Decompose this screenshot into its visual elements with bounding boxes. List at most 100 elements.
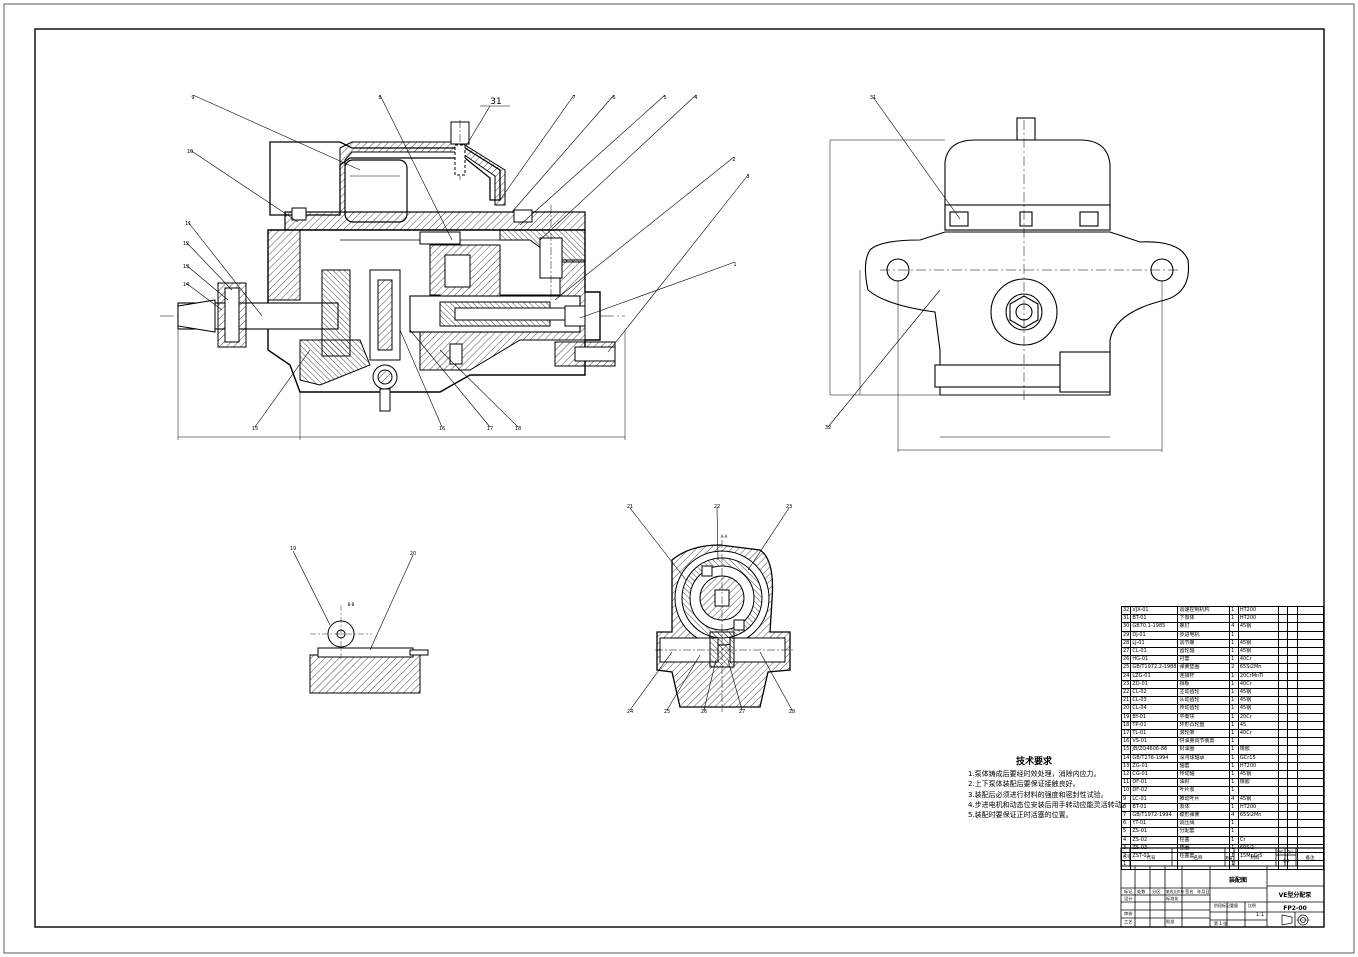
bom-cell: 1 bbox=[1229, 696, 1239, 706]
bom-cell: 45钢 bbox=[1237, 647, 1280, 657]
bom-cell: 1 bbox=[1229, 843, 1239, 854]
bom-cell bbox=[1286, 729, 1299, 739]
bom-cell: 13 bbox=[1120, 761, 1132, 772]
callout: 24 bbox=[627, 709, 633, 715]
bom-cell bbox=[1297, 835, 1324, 845]
callout: 26 bbox=[701, 709, 707, 715]
bom-cell: 5 bbox=[1120, 827, 1132, 837]
side-view bbox=[829, 117, 1190, 452]
bom-cell: 1 bbox=[1229, 737, 1239, 747]
bom-cell bbox=[1278, 712, 1288, 722]
bom-cell: 8 bbox=[1120, 802, 1132, 813]
bom-cell bbox=[1278, 720, 1288, 731]
bom-cell bbox=[1286, 688, 1299, 698]
bom-cell: 推动叶片 bbox=[1177, 794, 1231, 804]
bom-cell: 平衡块 bbox=[1177, 712, 1231, 722]
bom-cell: 封油圈 bbox=[1177, 745, 1231, 755]
bom-cell: 12 bbox=[1120, 770, 1132, 780]
bom-cell bbox=[1297, 614, 1324, 624]
bom-cell bbox=[1286, 860, 1299, 870]
tb-label: 阶段标记 bbox=[1214, 902, 1230, 908]
bom-cell: 1 bbox=[1229, 712, 1239, 722]
bom-cell: 油封 bbox=[1177, 778, 1231, 788]
bom-cell: 15MnCr5 bbox=[1237, 852, 1280, 862]
callout: 31 bbox=[870, 95, 876, 101]
bom-cell: HT200 bbox=[1237, 761, 1280, 772]
bom-cell bbox=[1286, 638, 1299, 649]
bom-cell bbox=[1278, 860, 1288, 870]
bom-cell: 1 bbox=[1229, 671, 1239, 681]
side-view-leaders bbox=[827, 96, 961, 428]
callout: 31 bbox=[490, 97, 501, 107]
bom-cell bbox=[1286, 655, 1299, 665]
technical-requirements-list: 1.泵体铸成后要经时效处理，消除内应力。 2.上下泵体装配后要保证接触良好。 3… bbox=[968, 769, 1129, 820]
bom-cell: 4 bbox=[1229, 811, 1239, 821]
bom-cell: 60Si2 bbox=[1237, 843, 1280, 854]
bom-cell: 1 bbox=[1229, 647, 1239, 657]
bom-cell: 9 bbox=[1120, 794, 1132, 804]
callout: 3 bbox=[746, 174, 749, 180]
bom-cell bbox=[1297, 852, 1324, 862]
bom-cell bbox=[1297, 688, 1324, 698]
bom-cell bbox=[1278, 688, 1288, 698]
bom-cell: VJX-01 bbox=[1130, 605, 1179, 616]
bom-cell: 1 bbox=[1229, 720, 1239, 731]
bom-cell bbox=[1278, 811, 1288, 821]
bom-cell bbox=[1278, 835, 1288, 845]
bom-cell bbox=[1286, 712, 1299, 722]
bom-cell: 1 bbox=[1229, 605, 1239, 616]
callout: 11 bbox=[185, 221, 191, 227]
bom-cell: 1 bbox=[1229, 778, 1239, 788]
bom-cell bbox=[1297, 811, 1324, 821]
bom-cell bbox=[1278, 778, 1288, 788]
bom-cell bbox=[1286, 647, 1299, 657]
bom-cell: 调节螺 bbox=[1177, 638, 1231, 649]
callout: 19 bbox=[290, 546, 296, 552]
tb-label: 设计 bbox=[1124, 895, 1132, 902]
callout: 2 bbox=[732, 157, 735, 163]
bom-cell: 45钢 bbox=[1237, 638, 1280, 649]
bom-cell: 45 bbox=[1237, 720, 1280, 731]
requirement-item: 2.上下泵体装配后要保证接触良好。 bbox=[968, 780, 1080, 789]
bom-cell: 7 bbox=[1120, 811, 1132, 821]
bom-cell: DF-02 bbox=[1130, 786, 1179, 796]
bom-cell bbox=[1297, 671, 1324, 681]
bom-cell bbox=[1278, 794, 1288, 804]
bom-cell: 齿轮轴 bbox=[1177, 647, 1231, 657]
bom-cell bbox=[1297, 753, 1324, 763]
detail-bb-leaders bbox=[292, 550, 414, 651]
bom-cell: BT-01 bbox=[1130, 802, 1179, 813]
tb-label: 处数 bbox=[1137, 888, 1146, 895]
bom-cell: ZS-01 bbox=[1130, 827, 1179, 837]
bom-cell: 1 bbox=[1229, 770, 1239, 780]
bom-cell bbox=[1286, 770, 1299, 780]
bom-cell: 挡板 bbox=[1177, 679, 1231, 690]
bom-cell bbox=[1278, 647, 1288, 657]
bom-cell: 叶片泵 bbox=[1177, 786, 1231, 796]
bom-cell: 1 bbox=[1229, 819, 1239, 829]
bom-cell: LC-01 bbox=[1130, 794, 1179, 804]
bom-cell: GB/T1972.2-1988 bbox=[1130, 663, 1179, 673]
bom-cell: 20CrMnTi bbox=[1237, 671, 1280, 681]
bom-cell: GCr15 bbox=[1237, 753, 1280, 763]
bom-cell bbox=[1237, 737, 1280, 747]
bom-cell: 步进电机 bbox=[1177, 630, 1231, 640]
bom-cell: 连接杆 bbox=[1177, 671, 1231, 681]
callout: 12 bbox=[183, 241, 189, 247]
bom-cell bbox=[1297, 663, 1324, 673]
bom-cell bbox=[1286, 753, 1299, 763]
bom-cell: HG-01 bbox=[1130, 655, 1179, 665]
bom-cell bbox=[1297, 819, 1324, 829]
tb-label: 审核 bbox=[1124, 910, 1133, 917]
requirement-item: 5.装配时要保证正时活塞的位置。 bbox=[968, 811, 1073, 820]
bom-cell bbox=[1278, 630, 1288, 640]
